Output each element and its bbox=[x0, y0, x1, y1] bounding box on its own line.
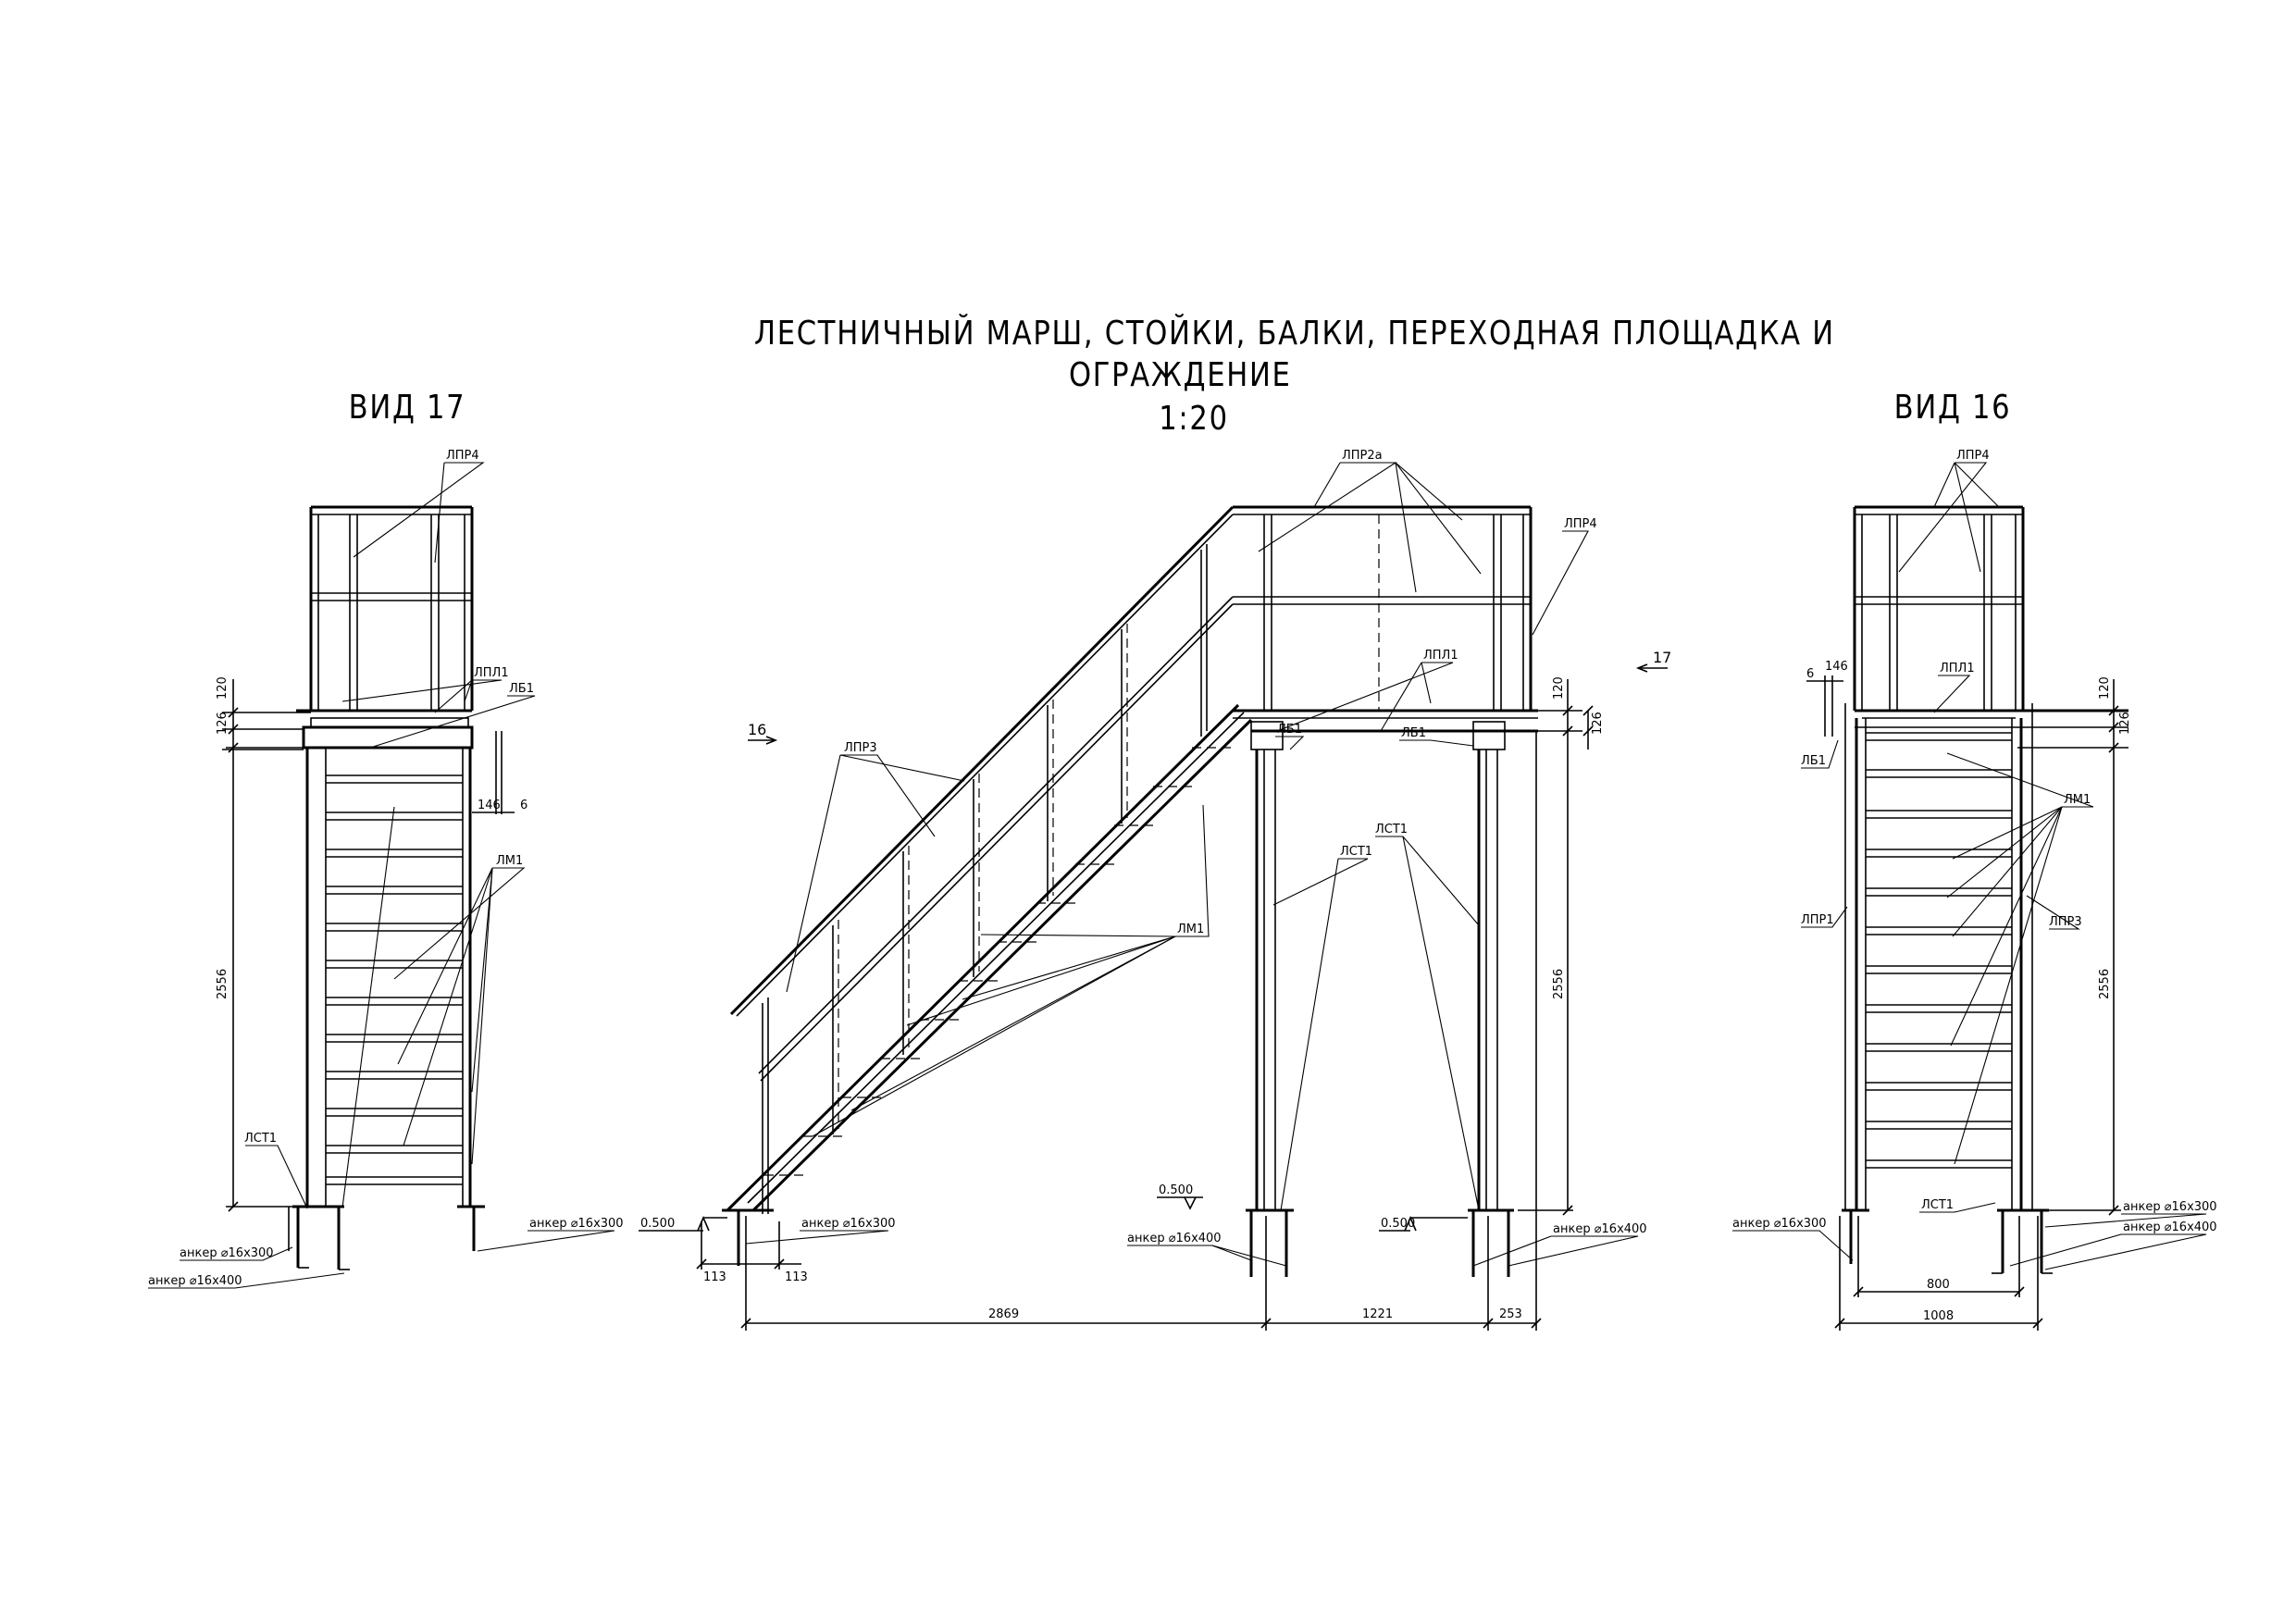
dim-126: 126 bbox=[216, 712, 230, 735]
label-anchor-300: анкер ⌀16х300 bbox=[801, 1217, 896, 1231]
level-mark: 0.500 bbox=[640, 1217, 675, 1231]
view-marker-17: 17 bbox=[1653, 649, 1671, 666]
label-anchor-300: анкер ⌀16х300 bbox=[529, 1217, 624, 1231]
label-lpr1: ЛПР1 bbox=[1801, 913, 1834, 927]
main-view-labels: ЛПР2а ЛПР4 ЛПР3 ЛПЛ1 ЛБ1 ЛБ1 ЛСТ1 ЛСТ1 Л… bbox=[640, 449, 1671, 1321]
label-lm1: ЛМ1 bbox=[496, 854, 523, 868]
view-16-title: ВИД 16 bbox=[1893, 389, 2012, 427]
label-lm1: ЛМ1 bbox=[1177, 923, 1204, 936]
dim-146: 146 bbox=[1825, 660, 1848, 674]
dim-2556: 2556 bbox=[216, 969, 230, 999]
drawing-scale: 1:20 bbox=[1159, 400, 1229, 438]
main-view-treads bbox=[764, 747, 1233, 1176]
label-anchor-400: анкер ⌀16х400 bbox=[1553, 1222, 1647, 1236]
label-lst1: ЛСТ1 bbox=[244, 1132, 277, 1146]
view-17-treads bbox=[326, 774, 463, 1185]
label-lm1: ЛМ1 bbox=[2064, 793, 2091, 807]
label-lpl1: ЛПЛ1 bbox=[474, 666, 509, 680]
label-lpl1: ЛПЛ1 bbox=[1423, 649, 1458, 663]
level-mark: 0.500 bbox=[1159, 1183, 1193, 1197]
dim-800: 800 bbox=[1927, 1278, 1950, 1292]
label-lpr3: ЛПР3 bbox=[2049, 915, 2082, 929]
label-lpr4: ЛПР4 bbox=[1956, 449, 1990, 463]
label-lb1: ЛБ1 bbox=[509, 682, 534, 696]
view-16-labels: ЛПР4 ЛПЛ1 ЛБ1 ЛМ1 ЛПР1 ЛПР3 ЛСТ1 анкер ⌀… bbox=[1732, 449, 2217, 1323]
dim-2556: 2556 bbox=[2098, 969, 2112, 999]
level-mark: 0.500 bbox=[1381, 1217, 1415, 1231]
view-16-treads bbox=[1866, 732, 2012, 1169]
label-lb1: ЛБ1 bbox=[1277, 723, 1302, 737]
label-lb1: ЛБ1 bbox=[1801, 754, 1826, 768]
dim-113: 113 bbox=[703, 1270, 726, 1284]
dim-120: 120 bbox=[216, 676, 230, 700]
label-anchor-300: анкер ⌀16х300 bbox=[180, 1246, 274, 1260]
dim-6: 6 bbox=[520, 799, 527, 812]
dim-1008: 1008 bbox=[1923, 1309, 1954, 1323]
dim-2556: 2556 bbox=[1552, 969, 1566, 999]
main-view bbox=[639, 462, 1668, 1331]
view-17 bbox=[148, 462, 615, 1289]
dim-253: 253 bbox=[1499, 1307, 1522, 1321]
view-marker-16: 16 bbox=[748, 721, 766, 738]
label-lpr2a: ЛПР2а bbox=[1342, 449, 1383, 463]
label-lb1: ЛБ1 bbox=[1401, 726, 1426, 740]
dim-113: 113 bbox=[785, 1270, 808, 1284]
label-anchor-400: анкер ⌀16х400 bbox=[148, 1274, 242, 1288]
label-lpr4: ЛПР4 bbox=[1564, 517, 1597, 531]
dim-120: 120 bbox=[2098, 676, 2112, 700]
label-lpl1: ЛПЛ1 bbox=[1940, 662, 1975, 675]
dim-120: 120 bbox=[1552, 676, 1566, 700]
label-lst1: ЛСТ1 bbox=[1375, 823, 1408, 836]
label-lst1: ЛСТ1 bbox=[1340, 845, 1372, 859]
label-lpr3: ЛПР3 bbox=[844, 741, 877, 755]
dim-146: 146 bbox=[478, 799, 501, 812]
dim-2869: 2869 bbox=[988, 1307, 1019, 1321]
view-17-labels: ЛПР4 ЛПЛ1 ЛБ1 ЛМ1 ЛСТ1 анкер ⌀16х300 анк… bbox=[148, 449, 624, 1288]
label-lst1: ЛСТ1 bbox=[1921, 1198, 1954, 1212]
dim-6: 6 bbox=[1806, 667, 1814, 681]
view-17-title: ВИД 17 bbox=[348, 389, 466, 427]
dim-126: 126 bbox=[1591, 712, 1605, 735]
label-anchor-400: анкер ⌀16х400 bbox=[1127, 1232, 1222, 1245]
label-lpr4: ЛПР4 bbox=[446, 449, 479, 463]
label-anchor-400: анкер ⌀16х400 bbox=[2123, 1220, 2217, 1234]
dim-1221: 1221 bbox=[1362, 1307, 1393, 1321]
label-anchor-300: анкер ⌀16х300 bbox=[1732, 1217, 1827, 1231]
view-16 bbox=[1732, 462, 2207, 1331]
label-anchor-300: анкер ⌀16х300 bbox=[2123, 1200, 2217, 1214]
dim-126: 126 bbox=[2118, 712, 2132, 735]
